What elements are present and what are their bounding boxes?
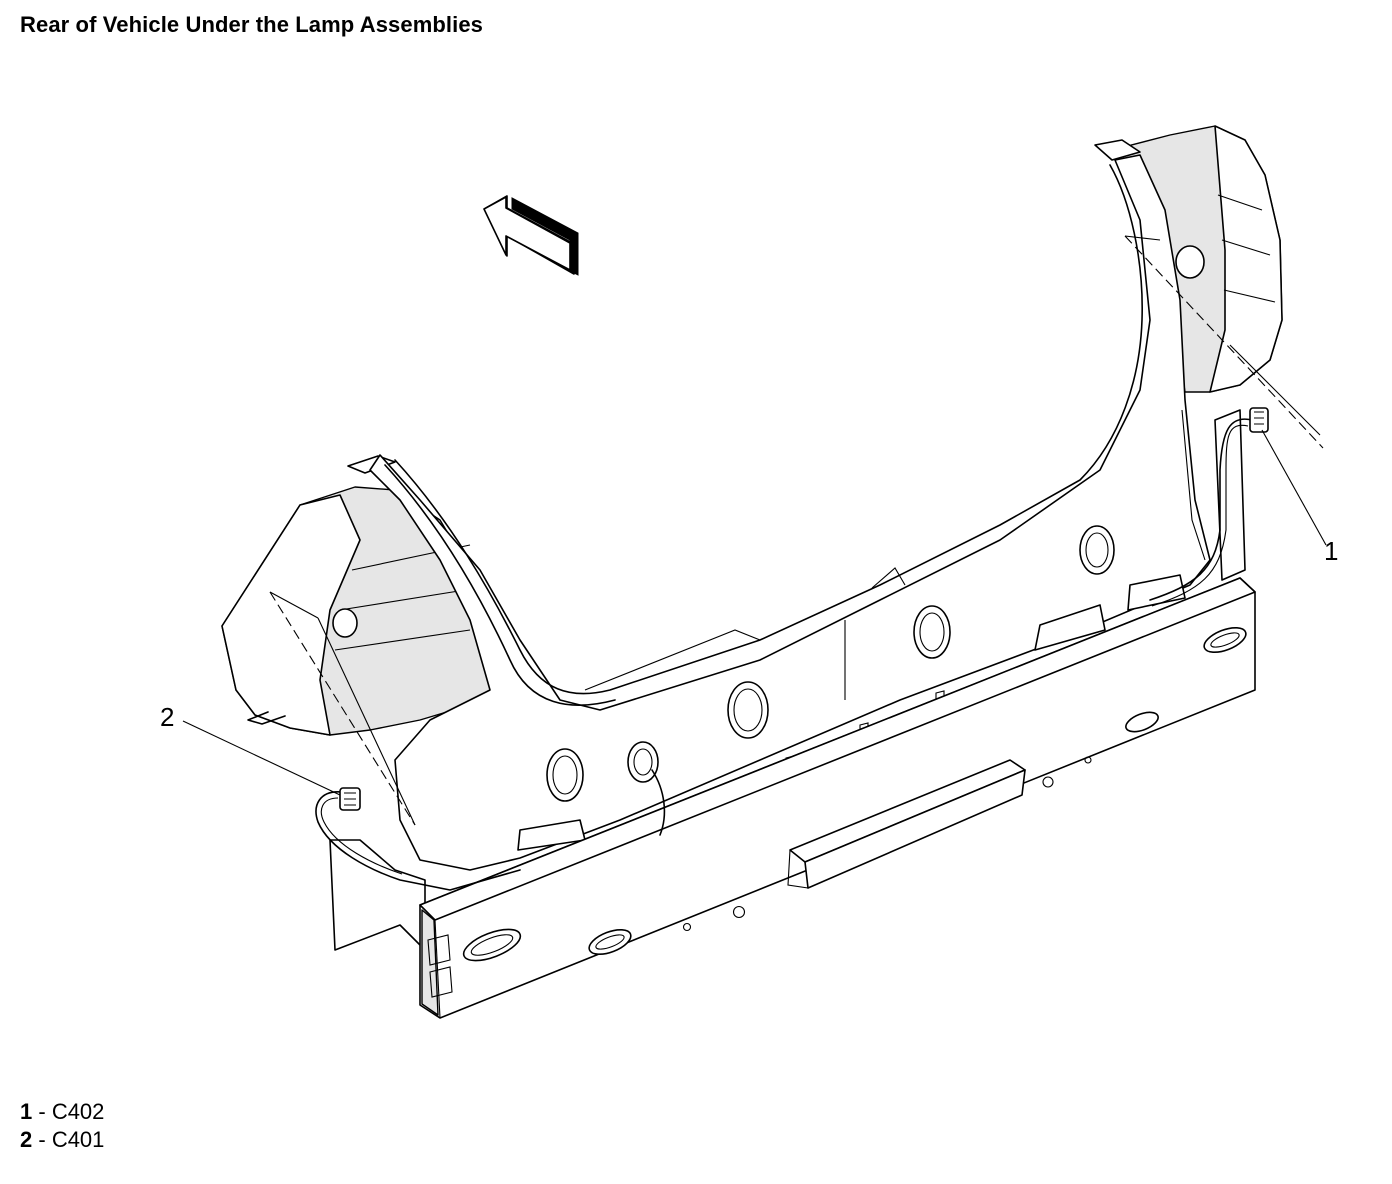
leader-lines xyxy=(182,235,1327,826)
wiring-harness xyxy=(315,418,1253,891)
legend-label: C402 xyxy=(51,1099,105,1124)
page-title: Rear of Vehicle Under the Lamp Assemblie… xyxy=(20,12,483,37)
legend-separator: - xyxy=(32,1099,52,1124)
legend-number: 1 xyxy=(20,1099,33,1124)
arrow-forward-icon xyxy=(483,195,579,276)
legend-separator: - xyxy=(32,1127,52,1152)
bumper-bar xyxy=(419,577,1256,1019)
left-tail-lamp xyxy=(221,455,501,736)
lower-left-support xyxy=(329,839,426,951)
legend-item: 1 - C402 xyxy=(20,1098,104,1126)
legend-number: 2 xyxy=(20,1127,33,1152)
legend-label: C401 xyxy=(51,1127,105,1152)
callout-1: 1 xyxy=(1324,536,1338,566)
bumper-channel xyxy=(787,759,1026,889)
connector-icon xyxy=(339,787,361,811)
rear-body-panel xyxy=(369,154,1211,871)
connector-icon xyxy=(1249,407,1269,433)
callout-2: 2 xyxy=(160,702,174,732)
legend-item: 2 - C401 xyxy=(20,1126,104,1154)
legend: 1 - C402 2 - C401 xyxy=(20,1098,104,1154)
